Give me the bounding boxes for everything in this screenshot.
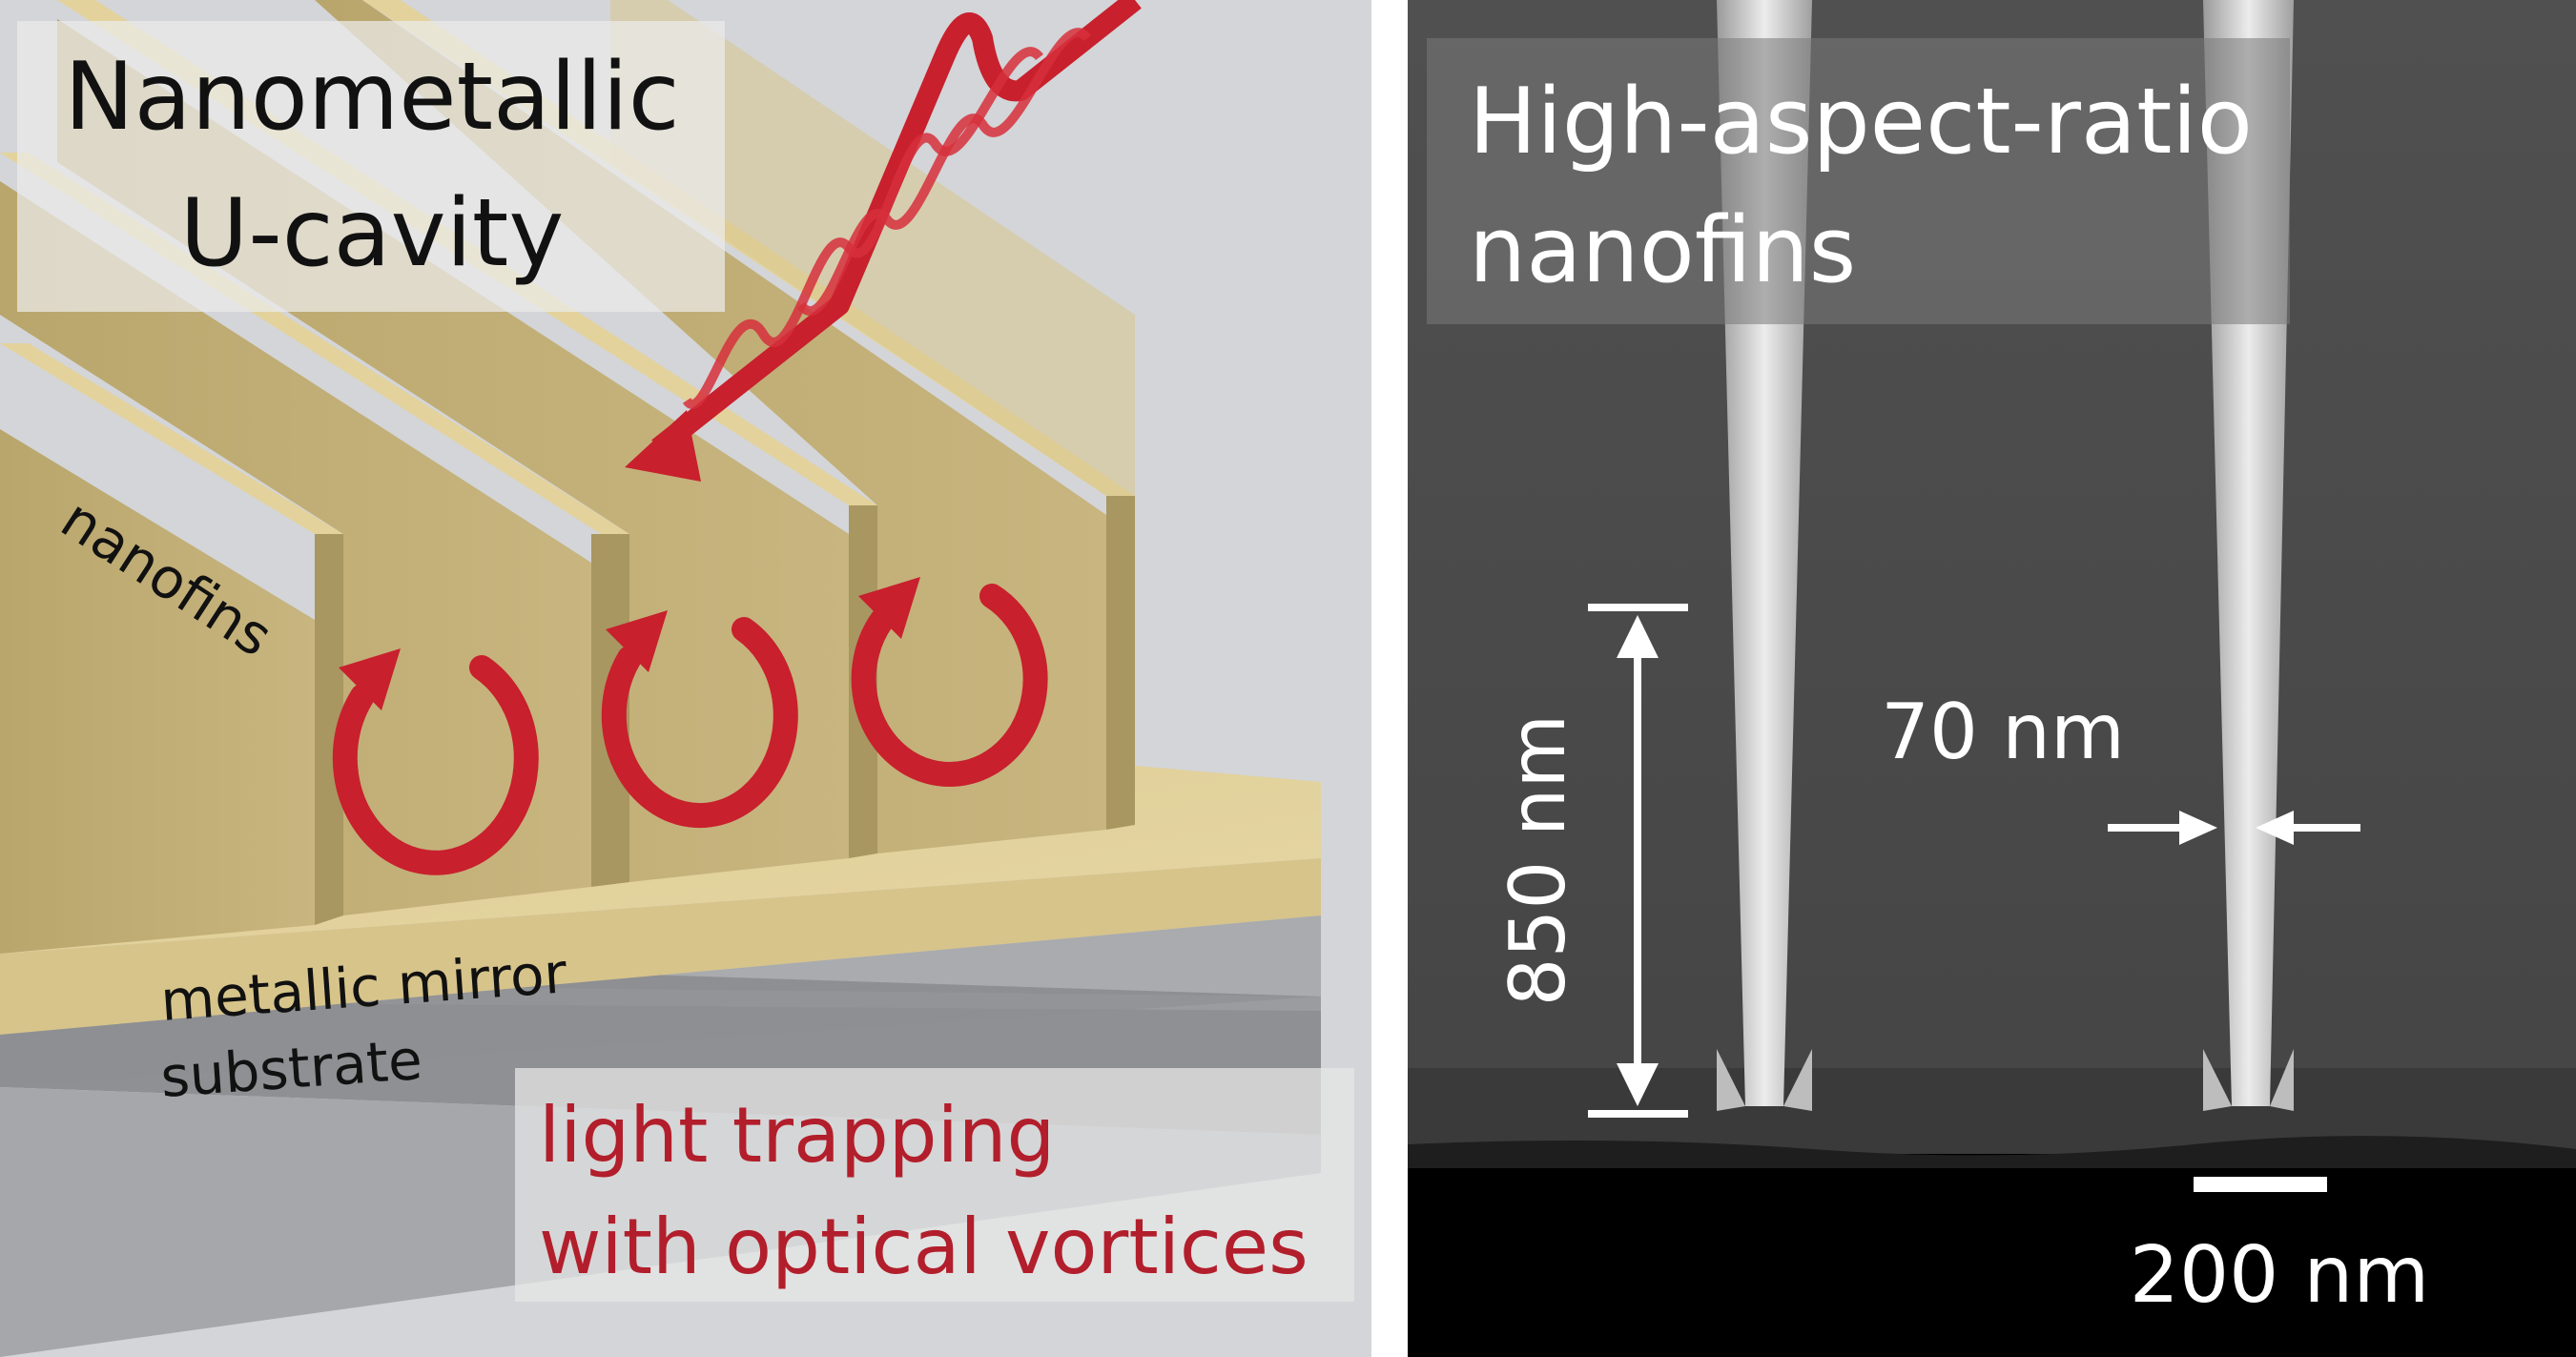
caption-line-2: with optical vortices (539, 1203, 1309, 1291)
caption-box (515, 1068, 1354, 1302)
scale-bar-label: 200 nm (2130, 1230, 2429, 1321)
incident-light-wave (625, 0, 1142, 482)
vortex-2-arrowhead (606, 610, 668, 672)
sem-bottom-black (1408, 1154, 2576, 1357)
caption-line-1: light trapping (539, 1091, 1055, 1180)
sem-title-line-2: nanofins (1469, 198, 1856, 303)
sem-substrate-edge (1408, 1136, 2576, 1168)
title-line-2: U-cavity (180, 179, 565, 288)
left-panel: Nanometallic U-cavity nanofins metallic … (0, 0, 1371, 1357)
width-arrows (2108, 811, 2360, 845)
width-label: 70 nm (1881, 688, 2125, 776)
right-panel: High-aspect-ratio nanofins 850 nm 70 nm … (1408, 0, 2576, 1357)
height-label: 850 nm (1494, 714, 1582, 1007)
vortex-3 (851, 584, 1048, 787)
vortex-2 (601, 617, 798, 829)
title-box (17, 21, 725, 312)
scale-bar (2194, 1177, 2327, 1192)
vortex-1-arrowhead (339, 648, 401, 710)
vortex-1 (332, 655, 539, 875)
optical-vortices (332, 577, 1048, 875)
title-line-1: Nanometallic (64, 43, 679, 152)
height-dimension (1588, 604, 1688, 1118)
panel-divider (1371, 0, 1408, 1357)
vortex-3-arrowhead (858, 577, 920, 639)
sem-title-line-1: High-aspect-ratio (1469, 70, 2253, 175)
sem-title-box (1427, 38, 2290, 324)
